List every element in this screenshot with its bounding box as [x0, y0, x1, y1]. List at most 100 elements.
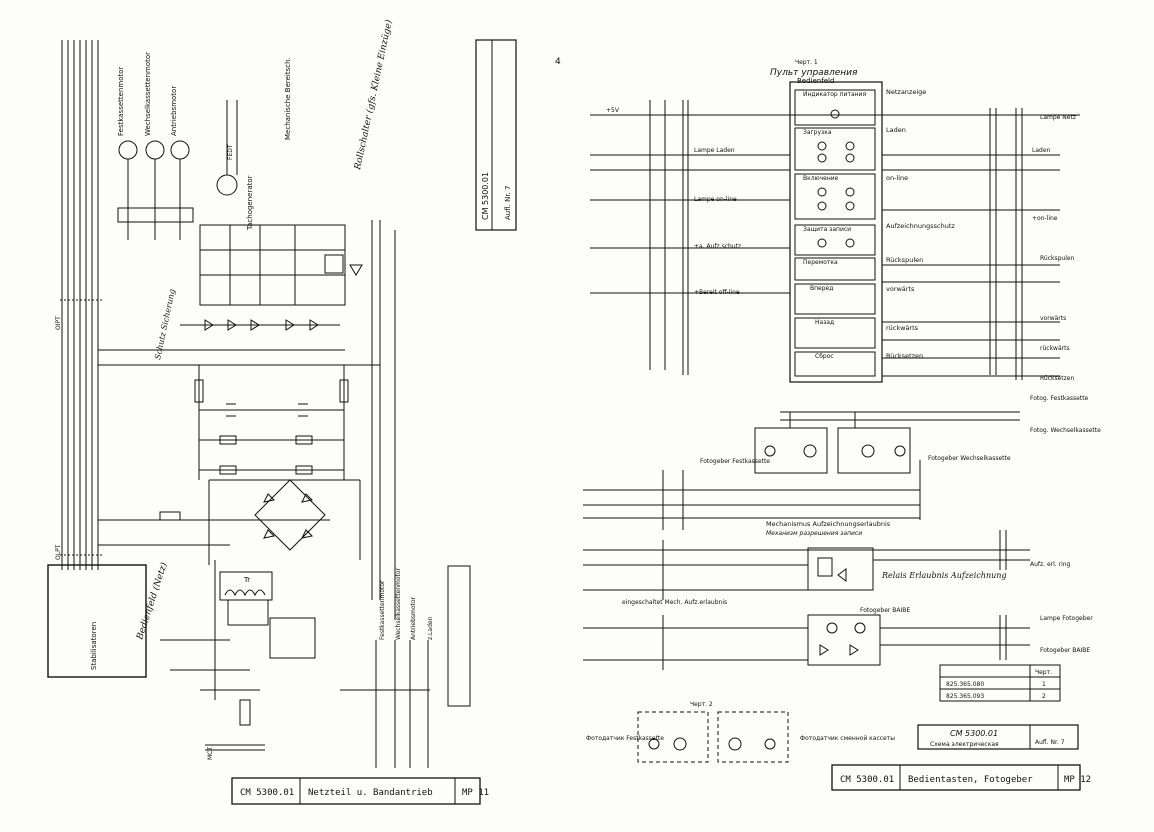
left-sheet-number: MP 11 [462, 788, 489, 798]
right-heading-ru: Пульт управления [770, 68, 858, 78]
panel-row-boxes [794, 89, 876, 377]
left-handwritten-1: Bedienfeld (Netz) [134, 561, 170, 642]
bottom-connectors [340, 640, 430, 768]
stabilizer-box [47, 564, 147, 678]
left-motor-label-1: Festkassettenmotor [117, 66, 125, 136]
right-sheet-number: MP 12 [1064, 775, 1091, 785]
mechanism-section [583, 530, 1030, 600]
bottom-photo-label-2: Фотодатчик сменной кассеты [800, 735, 895, 742]
left-stabilizer-label: Stabilisatoren [90, 622, 98, 670]
panel-label-3: on-line [886, 174, 908, 182]
panel-label-7: rückwärts [886, 324, 919, 332]
relay-block [199, 224, 363, 306]
panel-input-2: Lampe Laden [694, 147, 735, 154]
right-title-block [831, 764, 1081, 791]
mechanism-label: Mechanismus Aufzeichnungserlaubnis [766, 520, 891, 528]
left-vlabel-4: MCT [207, 747, 214, 760]
right-stamp-aufl: Aufl. Nr. 7 [1035, 739, 1065, 746]
right-top-note: Черт. 1 [795, 59, 818, 66]
panel-label-8: Rücksetzen [886, 352, 923, 360]
left-sheet-title: Netzteil u. Bandantrieb [308, 788, 433, 798]
panel-signal-lines [590, 114, 1080, 377]
right-heading-de: Bedienfeld [797, 77, 834, 85]
parts-table [939, 664, 1061, 702]
panel-output-4: Rückspulen [1040, 255, 1075, 262]
left-power-rails [60, 40, 102, 570]
right-stamp-box [917, 724, 1079, 750]
panel-input-4: +a. Aufz.schutz [694, 243, 741, 250]
left-motor-label-3: Antriebsmotor [170, 86, 178, 136]
right-stamp-doc: CM 5300.01 [950, 729, 998, 738]
left-vlabel-3: FEDT [227, 144, 234, 160]
photo-sensor-section [754, 411, 1020, 474]
panel-label-2: Laden [886, 126, 906, 134]
right-sheet-title: Bedientasten, Fotogeber [908, 775, 1033, 785]
panel-output-5: vorwärts [1040, 315, 1066, 322]
left-title-block [231, 777, 481, 805]
panel-box-8: Сброс [815, 353, 834, 360]
parts-table-head: Черт. [1035, 669, 1052, 676]
panel-label-1: Netzanzeige [886, 88, 926, 96]
panel-lamps [817, 109, 855, 248]
right-doc-id: CM 5300.01 [840, 775, 894, 785]
panel-input-1: +5V [606, 107, 620, 114]
panel-output-6: rückwärts [1040, 345, 1070, 352]
left-doc-id: CM 5300.01 [240, 788, 294, 798]
left-vlabel-2: OIPT [55, 316, 62, 330]
photo-out-b: Fotog. Wechselkassette [1030, 427, 1101, 434]
left-motor-label-2: Wechselkassettenmotor [144, 52, 152, 136]
parts-row-2-num: 825.365.093 [946, 693, 984, 700]
photo-left-label: Fotogeber Festkassette [700, 458, 770, 465]
fotogeber-baibe-out: Fotogeber BAIBE [1040, 647, 1090, 654]
panel-output-2: Laden [1032, 147, 1051, 154]
panel-input-5: +Bereit off-line [694, 289, 740, 296]
left-mech-label: Mechanische Bereitsch. [284, 57, 292, 140]
panel-box-2: Загрузка [803, 129, 832, 136]
left-vlabel-1: OLPT [55, 544, 62, 560]
left-stamp-line-1: CM 5300.01 [481, 172, 490, 220]
panel-input-3: Lampe on-line [694, 196, 737, 203]
right-sheet [583, 81, 1081, 791]
panel-box-5: Перемотка [803, 259, 838, 266]
left-transformer-label: Tr [243, 576, 250, 584]
tachogenerator-symbol [216, 174, 238, 196]
control-panel-box [789, 81, 883, 383]
left-bottom-label-1: Festkassettenmotor [379, 580, 386, 640]
left-small-box [447, 565, 471, 707]
parts-row-1-q: 1 [1042, 681, 1046, 688]
fotogeber-baibe-header: Fotogeber BAIBE [860, 607, 910, 614]
right-stamp-sub: Схема электрическая [930, 741, 999, 748]
left-sheet [47, 39, 517, 805]
parts-row-2-q: 2 [1042, 693, 1046, 700]
lampe-fotogeber-label: Lampe Fotogeber [1040, 615, 1093, 622]
eingeschaltet-label: eingeschaltet Mech. Aufz.erlaubnis [622, 599, 727, 606]
bridge-rectifier [208, 479, 361, 565]
mechanism-label-ru: Механизм разрешения записи [766, 530, 862, 537]
panel-box-3: Включение [803, 175, 839, 182]
bottom-photo-label-1: Фотодатчик Festkassette [586, 735, 664, 742]
fotogeber-baibe-section [583, 614, 1030, 670]
panel-label-6: vorwärts [886, 285, 915, 293]
panel-box-6: Вперед [810, 285, 833, 292]
bottom-photo-sketch [637, 711, 789, 763]
left-bottom-label-3: Antriebsmotor [410, 596, 417, 640]
panel-box-7: Назад [815, 319, 834, 326]
left-bottom-label-2: Wechselkassettenmotor [395, 567, 402, 640]
panel-output-3: +on-line [1032, 215, 1058, 222]
motor-symbols [117, 140, 194, 240]
panel-output-7: Rücksetzen [1040, 375, 1074, 382]
panel-box-1: Индикатор питания [803, 91, 866, 98]
panel-output-1: Lampe Netz [1040, 114, 1076, 121]
panel-label-4: Aufzeichnungsschutz [886, 222, 955, 230]
rc-network [194, 365, 349, 480]
switch-area [160, 639, 265, 751]
transformer [214, 560, 316, 700]
photo-out-a: Fotog. Festkassette [1030, 395, 1089, 402]
aufz-ring-label: Aufz. erl. ring [1030, 561, 1071, 568]
left-handwritten-2: Rollschalter (gfs. Kleine Einzüge) [352, 18, 395, 171]
left-tacho-label: Tachogenerator [246, 175, 254, 231]
photo-right-label: Fotogeber Wechselkassette [928, 455, 1011, 462]
panel-label-5: Rückspulen [886, 256, 923, 264]
page-number: 4 [555, 57, 561, 67]
